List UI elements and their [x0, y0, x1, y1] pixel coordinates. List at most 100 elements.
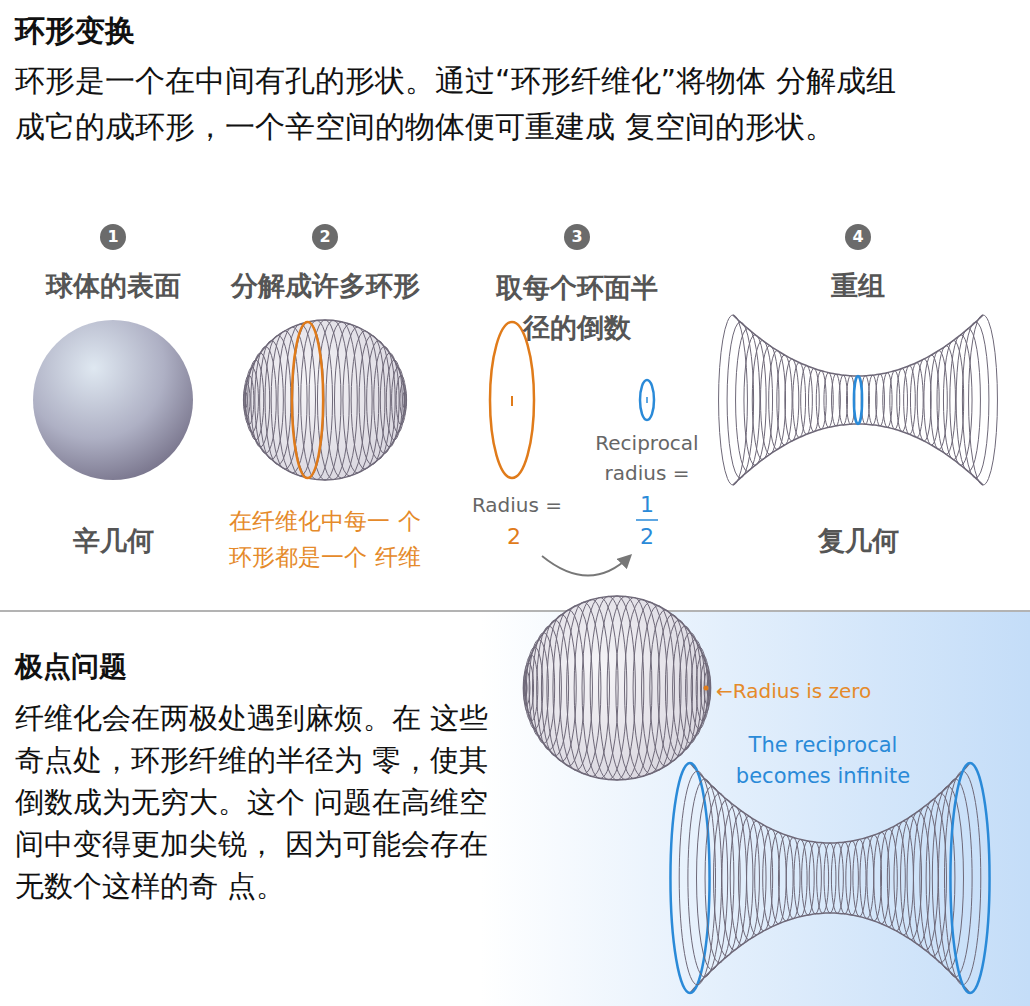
fiber-stroke: [343, 327, 372, 473]
step-heading: 球体的表面: [8, 268, 218, 304]
fiber-stroke: [894, 821, 913, 935]
fiber-stroke: [301, 320, 333, 479]
fiber-stroke: [950, 763, 989, 993]
fiber-stroke: [854, 376, 862, 424]
radius-mark: [511, 396, 513, 406]
fiber-stroke: [616, 598, 652, 779]
fiber-stroke: [881, 829, 898, 927]
torus-fiber: [490, 322, 534, 478]
sphere-outline: [245, 320, 405, 480]
fiber-stroke: [943, 340, 963, 459]
reciprocal-label: Reciprocal radius =: [572, 428, 722, 488]
radius-mark: [646, 397, 648, 403]
fiber-stroke: [761, 346, 779, 455]
highlight-fiber: [292, 322, 323, 478]
fiber-stroke: [574, 600, 609, 777]
fiber-stroke: [817, 843, 829, 913]
fiber-stroke: [831, 843, 843, 913]
fiber-stroke: [560, 606, 593, 771]
fiber-stroke: [714, 800, 741, 957]
callout-number-text: 2: [319, 229, 330, 245]
fiber-stroke: [700, 663, 710, 713]
fiber-stroke: [541, 620, 568, 756]
fiber-stroke: [679, 771, 715, 985]
fiber-stroke: [367, 341, 391, 460]
fiber-stroke: [553, 610, 584, 766]
fiber-stroke: [904, 366, 916, 435]
highlight-fiber: [854, 376, 862, 424]
fiber-stroke: [824, 843, 836, 913]
fiber-stroke: [704, 671, 711, 705]
fiber-stroke: [670, 763, 709, 993]
geometry-label: 辛几何: [43, 523, 183, 559]
radius-label: Radius =: [462, 492, 572, 519]
pole-callout: ←Radius is zero: [716, 678, 871, 705]
fiber-stroke: [744, 335, 766, 466]
fiber-stroke: [607, 596, 644, 779]
fiber-stroke: [794, 839, 807, 916]
intro-text: 环形是一个在中间有孔的形状。通过“环形纤维化”将物体 分解成组成它的成环形，一个…: [15, 58, 905, 150]
fiber-stroke: [582, 598, 618, 779]
sphere-outline: [525, 596, 709, 780]
fiber-stroke: [755, 825, 773, 931]
fiber-stroke: [901, 816, 922, 940]
fiber-stroke: [785, 359, 799, 441]
fiber-stroke: [839, 842, 851, 914]
callout-number: 1: [100, 224, 126, 250]
callout-number-text: 3: [571, 229, 582, 245]
callout-number: 4: [845, 224, 871, 250]
curved-arrow: [542, 556, 630, 576]
title: 环形变换: [15, 10, 135, 51]
pole-text: 纤维化会在两极处遇到麻烦。在 这些奇点处，环形纤维的半径为 零，使其倒数成为无穷…: [15, 697, 495, 907]
fiber-stroke: [537, 626, 562, 750]
fiber-stroke: [793, 362, 806, 437]
callout-number: 3: [564, 224, 590, 250]
geometry-label: 复几何: [788, 523, 928, 559]
fiber-stroke: [567, 602, 601, 774]
fiber-stroke: [624, 600, 659, 777]
fiber-note: 在纤维化中每一 个环形都是一个 纤维: [223, 503, 428, 575]
fiber-stroke: [719, 315, 748, 485]
fiber-stroke: [897, 368, 908, 431]
fiber-stroke: [962, 322, 989, 478]
fiber-stroke: [396, 375, 406, 424]
infinite-callout: The reciprocal becomes infinite: [736, 730, 911, 792]
solid-sphere: [33, 320, 193, 480]
reciprocal-fiber: [640, 380, 654, 420]
fiber-stroke: [705, 793, 734, 963]
fiber-stroke: [846, 841, 859, 915]
step-heading: 取每个环面半 径的倒数: [480, 268, 675, 348]
fraction-bar: [636, 519, 658, 521]
radius-value: 2: [494, 522, 534, 552]
fiber-stroke: [403, 392, 406, 409]
fibred-sphere: [243, 320, 406, 480]
callout-number: 2: [312, 224, 338, 250]
fiber-stroke: [679, 633, 701, 744]
section-heading: 极点问题: [15, 648, 127, 686]
callout-number-text: 1: [107, 229, 118, 245]
fraction-denominator: 2: [627, 522, 667, 552]
fiber-stroke: [920, 800, 947, 957]
fiber-stroke: [752, 340, 772, 459]
fiber-stroke: [738, 816, 759, 940]
fiber-stroke: [293, 322, 324, 479]
fiber-stroke: [400, 383, 407, 416]
pole-point: [704, 686, 709, 691]
hyperboloid: [719, 315, 998, 485]
fiber-stroke: [809, 842, 821, 914]
fraction-numerator: 1: [627, 490, 667, 520]
fiber-stroke: [351, 331, 379, 470]
fiber-stroke: [335, 324, 365, 476]
step-heading: 分解成许多环形: [205, 268, 445, 304]
fiber-stroke: [547, 615, 576, 762]
fiber-stroke: [326, 322, 357, 479]
fiber-stroke: [697, 786, 728, 969]
fiber-stroke: [802, 841, 815, 915]
fibred-sphere: [523, 596, 711, 780]
callout-number-text: 4: [852, 229, 863, 245]
fiber-stroke: [816, 371, 826, 430]
step-heading: 重组: [798, 268, 918, 304]
fiber-stroke: [359, 335, 385, 464]
fiber-stroke: [309, 320, 341, 480]
fiber-stroke: [673, 626, 698, 750]
